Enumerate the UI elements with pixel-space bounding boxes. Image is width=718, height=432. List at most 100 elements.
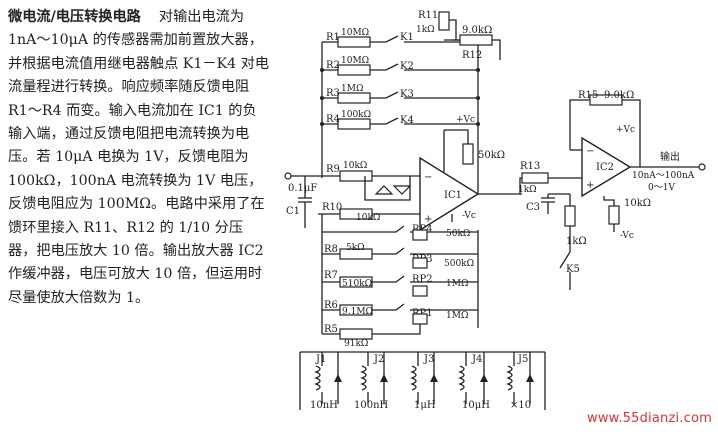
pot-rp1 xyxy=(412,313,428,325)
value-rp4: 50kΩ xyxy=(446,229,470,239)
label-output-range1: 10nA～100nA xyxy=(632,171,695,181)
value-r7: 510kΩ xyxy=(342,279,372,289)
label-r5: R5 xyxy=(324,324,338,335)
value-r3: 1MΩ xyxy=(341,84,363,94)
pot-ic1-offset xyxy=(462,143,474,165)
label-j2: J2 xyxy=(373,354,384,365)
range-j4: 10μH xyxy=(462,400,490,411)
value-rp1: 1MΩ xyxy=(446,311,468,321)
resistor-r12 xyxy=(459,34,493,46)
label-j3: J3 xyxy=(423,354,434,365)
relay-coil-j1 xyxy=(314,365,321,391)
relay-diode-j5 xyxy=(526,374,534,382)
label-vc2: +Vc xyxy=(616,125,635,135)
pot-ic2-offset xyxy=(608,205,620,225)
svg-text:−: − xyxy=(586,146,594,157)
resistor-r6 xyxy=(339,304,373,316)
label-j1: J1 xyxy=(315,354,326,365)
label-j5: J5 xyxy=(517,354,528,365)
value-r12: 9.0kΩ xyxy=(462,25,492,36)
watermark: www.55dianzi.com xyxy=(587,411,712,426)
relay-diode-j3 xyxy=(430,374,438,382)
label-ic2: IC2 xyxy=(596,162,614,173)
diode-1 xyxy=(374,185,394,195)
resistor-r7 xyxy=(339,276,373,288)
resistor-r11 xyxy=(438,11,450,31)
label-r2: R2 xyxy=(326,60,340,71)
label-j4: J4 xyxy=(471,354,482,365)
label-output-range2: 0～1V xyxy=(648,183,675,193)
label-r9: R9 xyxy=(326,164,340,175)
description-title: 微电流/电压转换电路 xyxy=(8,9,141,25)
relay-coil-j5 xyxy=(506,365,513,391)
value-r1: 10MΩ xyxy=(341,28,369,38)
opamp-ic1 xyxy=(419,156,480,232)
svg-text:−: − xyxy=(424,172,432,183)
value-pot1: 50kΩ xyxy=(478,150,505,161)
range-j3: 1μH xyxy=(414,400,436,411)
label-r10: R10 xyxy=(322,202,342,213)
feedback-network: R1 10MΩ K1 R2 10MΩ K2 R3 1MΩ K3 R4 100kΩ… xyxy=(320,28,480,190)
relay-diode-j4 xyxy=(480,374,488,382)
resistor-r13 xyxy=(521,172,549,184)
relay-coil-j2 xyxy=(360,365,367,391)
pot-rp4 xyxy=(412,229,428,241)
value-r10: 10kΩ xyxy=(356,213,380,223)
value-rp3: 500kΩ xyxy=(444,259,474,269)
label-k1: K1 xyxy=(400,32,414,43)
label-ic1: IC1 xyxy=(444,190,462,201)
label-k2: K2 xyxy=(400,61,414,72)
label-c1: C1 xyxy=(286,206,300,217)
pot-rp2 xyxy=(412,285,428,297)
label-r12: R12 xyxy=(462,50,482,61)
value-r5: 91kΩ xyxy=(344,339,368,349)
resistor-r8 xyxy=(339,248,373,260)
label-r8: R8 xyxy=(324,244,338,255)
range-j5: ×10 xyxy=(510,400,531,411)
circuit-description: 微电流/电压转换电路 对输出电流为 1nA～10μA 的传感器需加前置放大器，并… xyxy=(8,6,270,310)
relay-coil-j4 xyxy=(458,365,465,391)
value-r8: 5kΩ xyxy=(346,243,365,253)
label-r13: R13 xyxy=(520,161,540,172)
opamp-ic2 xyxy=(581,136,632,198)
relay-bank: J1 10nH J2 100nH J3 1μH J4 10μH J5 xyxy=(299,351,546,411)
value-r4: 100kΩ xyxy=(341,110,371,120)
value-k5-res: 1kΩ xyxy=(566,236,587,247)
label-k5: K5 xyxy=(566,264,580,275)
gain-ladder: RP4 50kΩ R8 5kΩ RP3 500kΩ R7 510kΩ RP2 1… xyxy=(321,214,479,349)
input-stage: R9 10kΩ 0.1μF C1 R10 10kΩ − + IC1 +Vc 50… xyxy=(284,115,520,232)
resistor-r5 xyxy=(339,328,373,340)
resistor-r10 xyxy=(339,208,373,220)
relay-coil-j3 xyxy=(410,365,417,391)
value-r9: 10kΩ xyxy=(343,161,367,171)
output-stage: R13 1kΩ C3 − + IC2 +Vc -Vc R15 9.0kΩ 输出 … xyxy=(477,90,706,290)
resistor-r1 xyxy=(337,36,371,48)
value-r13: 1kΩ xyxy=(518,185,537,195)
value-r11: 1kΩ xyxy=(416,25,435,35)
resistor-r3 xyxy=(337,92,371,104)
divider-r11-r12: R11 1kΩ 9.0kΩ R12 xyxy=(416,10,501,61)
value-rp2: 1MΩ xyxy=(446,279,468,289)
label-r3: R3 xyxy=(326,88,340,99)
range-j1: 10nH xyxy=(310,400,338,411)
diode-2 xyxy=(392,185,412,195)
svg-text:+: + xyxy=(586,180,594,191)
resistor-k5 xyxy=(564,205,576,227)
resistor-r15 xyxy=(589,94,623,106)
input-terminal xyxy=(284,172,292,180)
pot-rp3 xyxy=(412,257,428,269)
resistor-r2 xyxy=(337,64,371,76)
label-c3: C3 xyxy=(526,202,540,213)
label-r11: R11 xyxy=(418,10,438,21)
label-r4: R4 xyxy=(326,114,340,125)
label-vneg2: -Vc xyxy=(620,231,634,241)
value-r2: 10MΩ xyxy=(341,56,369,66)
label-k4: K4 xyxy=(400,115,414,126)
value-c1: 0.1μF xyxy=(288,183,317,194)
label-k3: K3 xyxy=(400,89,414,100)
label-r6: R6 xyxy=(324,300,338,311)
range-j2: 100nH xyxy=(354,400,389,411)
label-r1: R1 xyxy=(326,32,340,43)
